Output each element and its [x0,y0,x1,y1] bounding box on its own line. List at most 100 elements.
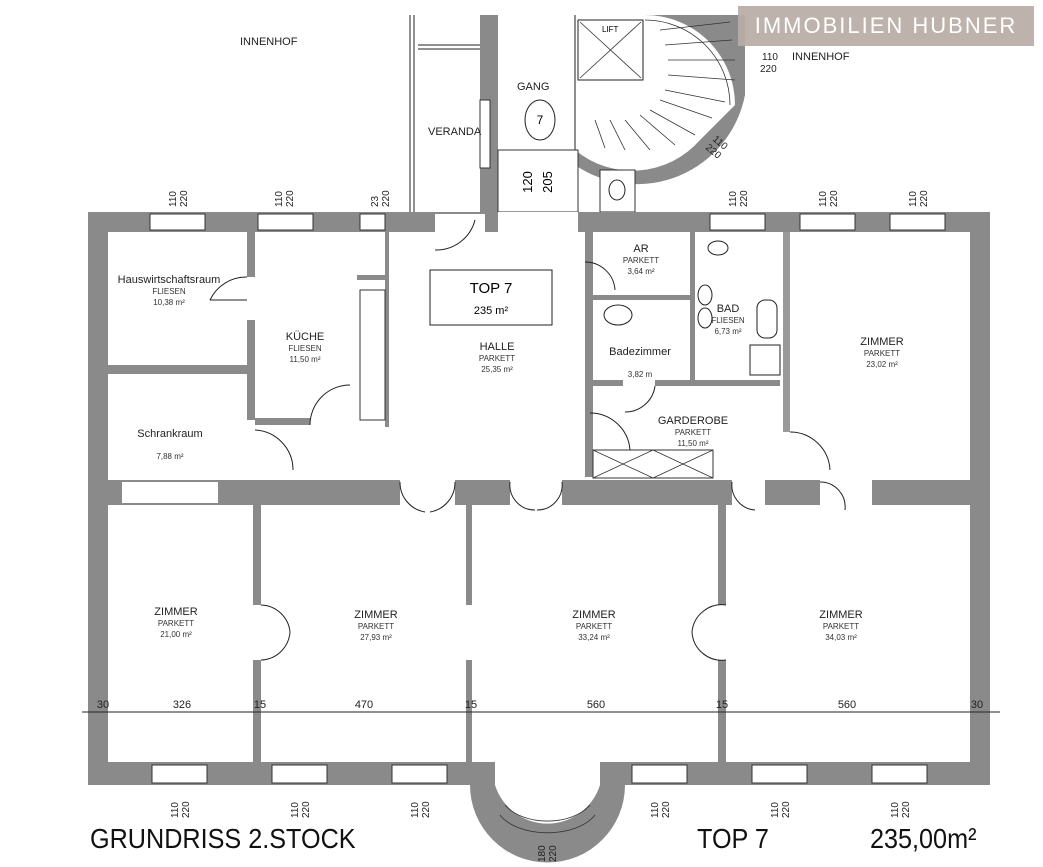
svg-text:110: 110 [290,802,301,818]
unit-title: TOP 7 [470,280,513,297]
room-name: ZIMMER [572,609,615,621]
room-name: GARDEROBE [658,415,728,427]
room-area: 7,88 m² [156,452,183,461]
stair-marker [524,99,556,141]
room-area: 27,93 m² [360,633,392,642]
room-area: 10,38 m² [153,298,185,307]
svg-text:220: 220 [739,190,750,207]
room-name: Badezimmer [609,346,671,358]
room-floor: PARKETT [623,256,659,265]
svg-text:220: 220 [421,801,432,818]
room-name: BAD [717,303,740,315]
room-name: ZIMMER [354,609,397,621]
svg-text:220: 220 [301,801,312,818]
door-swings [209,219,846,661]
room-area: 3,82 m [628,370,653,379]
room-floor: PARKETT [358,622,394,631]
room-area: 11,50 m² [290,355,321,364]
room-floor: PARKETT [675,428,711,437]
innenhof-label: INNENHOF [240,36,298,48]
unit-box [429,269,553,326]
stair-window-width: 110 [762,52,778,63]
door-width: 120 [520,171,535,193]
svg-text:220: 220 [179,190,190,207]
outer-wall-right [970,212,990,785]
svg-text:220: 220 [781,801,792,818]
svg-text:220: 220 [919,190,930,207]
room-area: 6,73 m² [714,327,741,336]
stair-number: 7 [537,113,544,127]
svg-text:110: 110 [818,191,829,207]
svg-text:110: 110 [890,802,901,818]
room-area: 34,03 m² [825,633,857,642]
room-name: ZIMMER [819,609,862,621]
dimension-value: 560 [838,699,856,711]
room-area: 11,50 m² [678,439,709,448]
svg-text:110: 110 [650,802,661,818]
door-height: 205 [540,171,555,193]
room-area: 25,35 m² [481,365,513,374]
room-floor: FLIESEN [152,287,186,296]
wc-icon [608,179,626,201]
svg-text:110: 110 [770,802,781,818]
room-name: KÜCHE [286,331,325,343]
plan-area: 235,00m² [870,823,977,854]
svg-text:220: 220 [381,190,392,207]
dimension-value: 560 [587,699,605,711]
outer-wall-left [88,212,108,785]
svg-text:110: 110 [728,191,739,207]
room-floor: PARKETT [479,354,515,363]
brand-logo: IMMOBILIEN HUBNER [738,6,1034,46]
room-floor: PARKETT [158,619,194,628]
dimension-value: 470 [355,699,373,711]
svg-text:110: 110 [908,191,919,207]
bay-window [470,762,625,863]
plan-unit: TOP 7 [697,823,769,854]
stair-wall [575,15,745,185]
dimension-value: 15 [465,699,477,711]
unit-area: 235 m² [474,305,509,317]
dimension-value: 30 [971,699,983,711]
room-floor: PARKETT [823,622,859,631]
svg-text:220: 220 [661,801,672,818]
room-area: 21,00 m² [160,630,192,639]
innenhof-label-right: INNENHOF [792,51,850,63]
room-floor: PARKETT [864,349,900,358]
top-windows [149,213,946,232]
svg-text:110: 110 [410,802,421,818]
room-floor: FLIESEN [288,344,322,353]
dimension-value: 30 [97,699,109,711]
svg-text:220: 220 [829,190,840,207]
entrance-door[interactable] [497,149,579,213]
room-floor: PARKETT [576,622,612,631]
room-floor: FLIESEN [711,316,745,325]
room-name: ZIMMER [154,606,197,618]
svg-text:220: 220 [901,801,912,818]
lift [577,19,644,81]
gang-label: GANG [517,81,549,93]
svg-text:110: 110 [168,191,179,207]
veranda-label: VERANDA [428,126,482,138]
svg-text:110: 110 [274,191,285,207]
svg-text:220: 220 [760,64,777,75]
room-name: Hauswirtschaftsraum [118,274,221,286]
svg-text:110: 110 [170,802,181,818]
room-name: HALLE [480,341,515,353]
plan-title: GRUNDRISS 2.STOCK [90,823,356,854]
svg-text:220: 220 [548,845,559,862]
dimension-value: 15 [254,699,266,711]
room-name: Schrankraum [137,428,202,440]
svg-text:23: 23 [370,195,381,207]
spiral-stairs [594,19,736,151]
dimension-value: 326 [173,699,191,711]
room-name: ZIMMER [860,336,903,348]
dimensions: 30 326 15 470 15 560 15 560 30 [97,699,983,711]
lift-label: LIFT [602,25,619,34]
room-name: AR [633,243,648,255]
interior-walls [100,232,972,762]
bottom-windows [151,762,928,863]
svg-text:220: 220 [181,801,192,818]
dimension-value: 15 [716,699,728,711]
room-area: 33,24 m² [578,633,610,642]
